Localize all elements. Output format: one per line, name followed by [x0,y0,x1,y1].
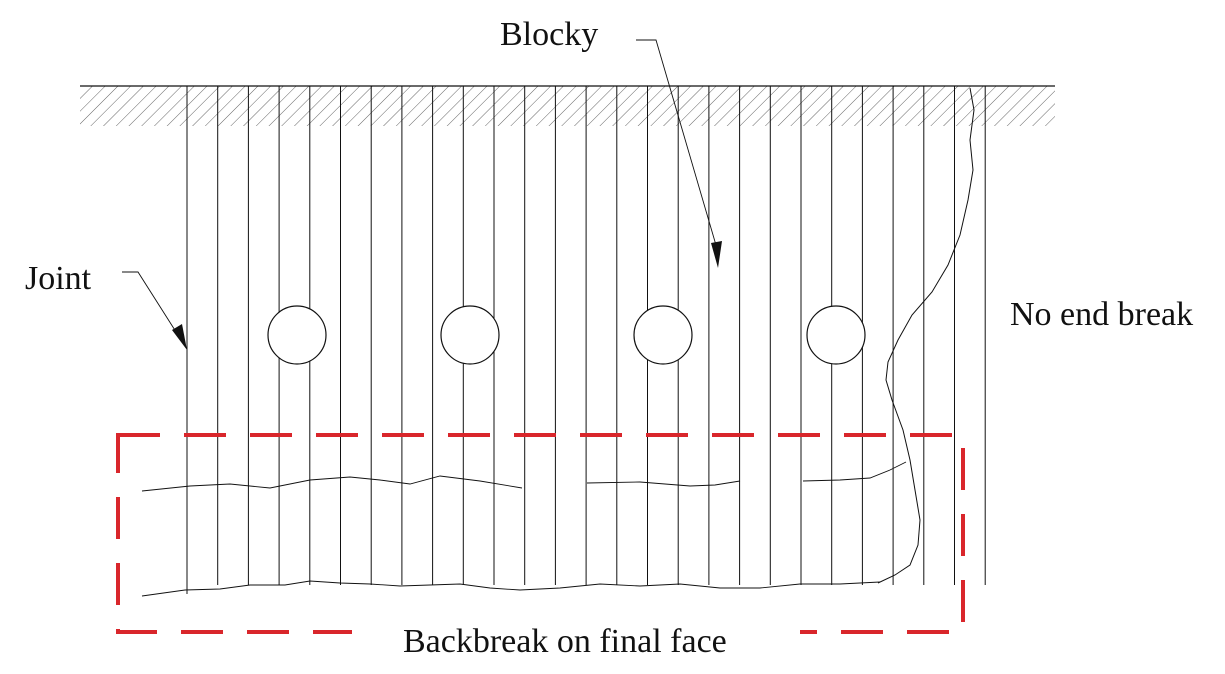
blast-hole [267,305,327,365]
blocky-label: Blocky [500,16,598,53]
ground-surface [80,85,1055,126]
backbreak-label: Backbreak on final face [403,623,727,660]
label-mask [352,618,800,648]
lower-fracture-line [141,580,881,597]
blocky-leader [636,39,722,268]
fracture-lines [141,461,907,597]
upper-fracture-line [141,475,523,492]
joint-arrowhead-icon [172,324,187,350]
joint-leader [122,271,187,350]
blocky-arrowhead-icon [711,241,722,268]
blast-hole [440,305,500,365]
joint-leader-line [122,271,179,336]
backbreak-zone-outline [116,433,965,634]
ground-hatch [80,86,1055,126]
end-crack-line [877,87,975,584]
upper-fracture-line [586,480,741,487]
blast-holes [267,305,866,365]
blast-hole [633,305,693,365]
blocky-leader-line [636,39,719,253]
joint-label: Joint [25,260,92,297]
upper-fracture-line [802,461,907,482]
blast-hole [806,305,866,365]
no-end-break-label: No end break [1010,296,1193,333]
